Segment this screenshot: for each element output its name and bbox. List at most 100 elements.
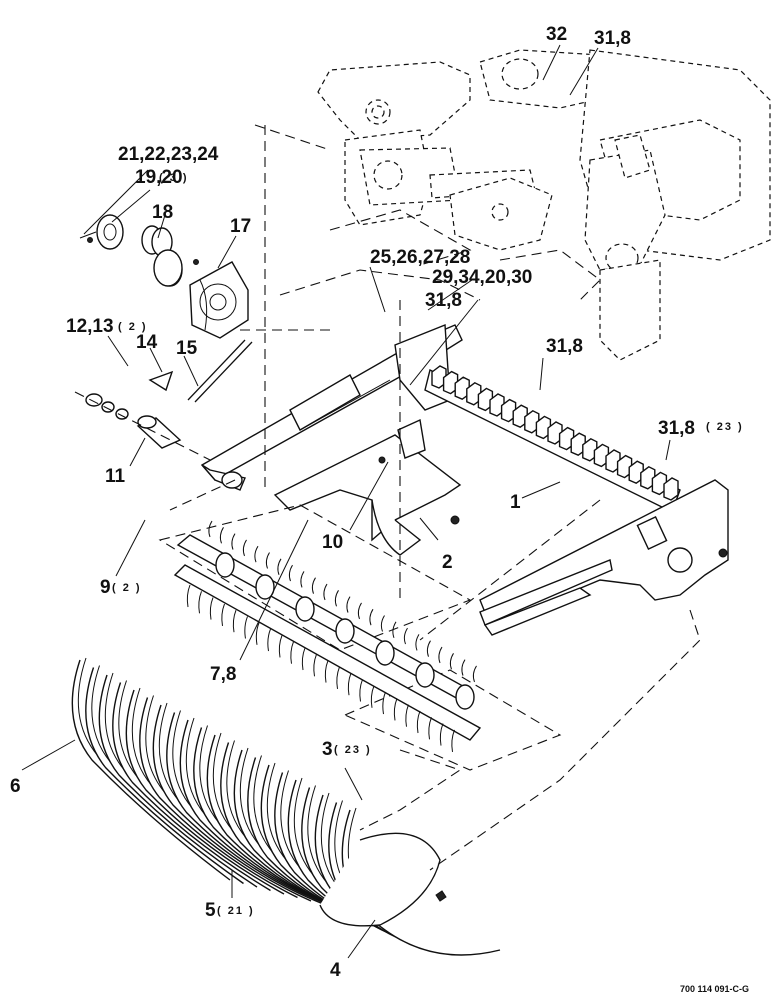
reel-tine bbox=[438, 646, 443, 664]
band-hook bbox=[319, 832, 441, 927]
reel-tine bbox=[380, 615, 385, 632]
spring-band-edge bbox=[212, 732, 234, 832]
spring-band-edge bbox=[185, 717, 207, 817]
reel-tine bbox=[403, 627, 408, 645]
stripper-tooth bbox=[663, 477, 679, 501]
spring-band-edge bbox=[293, 777, 315, 877]
band-bolt bbox=[435, 890, 447, 902]
callout-15: 15 bbox=[176, 338, 198, 359]
reel-tine bbox=[336, 666, 340, 689]
reel-bearing bbox=[255, 574, 275, 600]
reel-tine bbox=[255, 622, 260, 645]
spring-band-edge bbox=[91, 665, 112, 764]
reel-tine bbox=[334, 590, 339, 607]
reel-tine bbox=[221, 603, 225, 626]
side-plate bbox=[479, 479, 729, 636]
reel-tine bbox=[208, 520, 213, 538]
drawing-code: 700 114 091-C-G bbox=[680, 984, 749, 994]
callout-5-qty: ( 21 ) bbox=[217, 905, 255, 917]
reel-tine bbox=[242, 539, 247, 557]
reel-tine bbox=[382, 691, 386, 715]
reel-tine bbox=[415, 634, 420, 651]
reel-tine bbox=[472, 665, 477, 683]
callout-19-20: 21,22,23,24 bbox=[118, 144, 219, 165]
reel-tine bbox=[219, 527, 224, 544]
callout-18: 19,20 bbox=[135, 167, 183, 188]
reel-tine bbox=[324, 660, 329, 683]
reel-tine bbox=[267, 628, 271, 652]
reel-tine bbox=[198, 591, 202, 614]
reel-tine bbox=[278, 635, 283, 658]
baler-frame-hidden bbox=[279, 49, 771, 361]
spring-band bbox=[71, 657, 501, 956]
spring-band-edge bbox=[199, 725, 220, 824]
reel-tine bbox=[439, 723, 444, 746]
reel-tine bbox=[290, 641, 294, 664]
reel-tine bbox=[277, 558, 282, 575]
callout-10: 10 bbox=[322, 532, 343, 553]
reel-tine bbox=[288, 564, 293, 582]
reel-tine bbox=[323, 583, 328, 601]
callout-12-13-qty: ( 2 ) bbox=[118, 321, 148, 333]
reel-tine bbox=[449, 653, 454, 670]
reel-tine bbox=[244, 616, 248, 639]
callout-7-8: 7,8 bbox=[210, 664, 236, 685]
callout-32: 31,8 bbox=[594, 28, 631, 49]
spring-band-edge bbox=[118, 680, 139, 779]
spring-band-edge bbox=[253, 755, 274, 854]
reel-tine bbox=[370, 685, 375, 708]
hub-assembly bbox=[79, 214, 249, 339]
reel-tine bbox=[451, 729, 455, 752]
spring-band-edge bbox=[172, 710, 193, 809]
reel-tine bbox=[346, 596, 351, 613]
reel-tine bbox=[393, 698, 398, 721]
spring-band-edge bbox=[239, 747, 261, 847]
reel-bearing bbox=[215, 552, 235, 578]
reel-tine bbox=[428, 717, 432, 740]
reel-tine bbox=[426, 640, 431, 657]
spring-band-edge bbox=[307, 785, 328, 884]
reel-tine bbox=[301, 647, 306, 671]
callout-31-8-second: 31,8 bbox=[658, 418, 695, 439]
reel-tine bbox=[347, 673, 352, 696]
reel-tine bbox=[369, 608, 374, 626]
reel-tine bbox=[186, 584, 191, 608]
mounting-arm bbox=[200, 323, 463, 491]
callout-1: 1 bbox=[510, 492, 521, 513]
spring-band-edge bbox=[280, 770, 301, 869]
callout-29-34-20-30: 31,8 bbox=[425, 290, 462, 311]
reel-tine bbox=[254, 545, 259, 563]
reel-tine bbox=[265, 552, 270, 569]
reel-bearing bbox=[375, 640, 395, 666]
reel-bearing bbox=[415, 662, 435, 688]
leader-lines bbox=[21, 44, 701, 959]
reel-tine bbox=[359, 679, 363, 702]
guide-plate bbox=[273, 418, 462, 556]
spring-band-edge bbox=[266, 762, 288, 862]
spring-band-edge bbox=[226, 740, 247, 839]
callout-17: 18 bbox=[152, 202, 173, 223]
callouts: 32 31,8 21,22,23,24 19,20 ( 3 ) 18 17 2 5… bbox=[10, 24, 749, 994]
spring-band-edge bbox=[158, 702, 180, 802]
callout-5: 5 bbox=[205, 900, 216, 921]
callout-12-13: 12,13 bbox=[66, 316, 114, 337]
callout-9: 9 bbox=[100, 577, 111, 598]
callout-2: 2 bbox=[442, 552, 453, 573]
reel-tine bbox=[232, 610, 237, 633]
reel-tine bbox=[405, 704, 409, 727]
reel-tine bbox=[231, 533, 236, 550]
callout-16: 17 bbox=[230, 216, 251, 237]
callout-4: 4 bbox=[330, 960, 341, 981]
stripper-bar bbox=[424, 365, 681, 513]
callout-31-8-second-qty: ( 23 ) bbox=[706, 421, 744, 433]
callout-3: 3 bbox=[322, 739, 333, 760]
reel-bearing bbox=[295, 596, 315, 622]
callout-6: 6 bbox=[10, 776, 21, 797]
callout-33: 32 bbox=[546, 24, 567, 45]
spring-band-edge bbox=[104, 672, 126, 772]
reel-bearing bbox=[455, 684, 475, 710]
callout-25-28: 29,34,20,30 bbox=[432, 267, 532, 288]
callout-18-qty: ( 3 ) bbox=[159, 172, 189, 184]
reel-tine bbox=[357, 602, 362, 620]
